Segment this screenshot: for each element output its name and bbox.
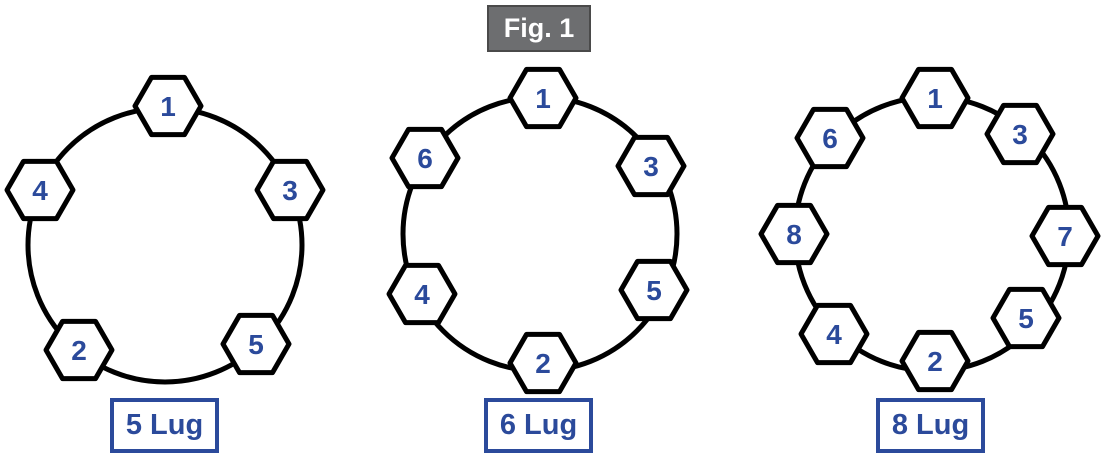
hex-nut-shape — [618, 258, 690, 322]
nut-number: 8 — [786, 219, 802, 250]
hex-nut-shape — [386, 262, 458, 326]
nut-number: 4 — [826, 319, 842, 350]
lug-nut-0-5: 5 — [220, 312, 292, 376]
nut-number: 4 — [32, 175, 48, 206]
lug-nut-0-2: 2 — [43, 318, 115, 382]
hex-nut-shape — [794, 106, 866, 170]
lug-nut-0-1: 1 — [132, 74, 204, 138]
nut-number: 3 — [282, 175, 298, 206]
lug-nut-0-4: 4 — [4, 158, 76, 222]
hex-nut-shape — [220, 312, 292, 376]
hex-nut-shape — [758, 202, 830, 266]
hex-nut-shape — [43, 318, 115, 382]
nut-number: 1 — [160, 91, 176, 122]
hex-nut-shape — [132, 74, 204, 138]
label-5-lug: 5 Lug — [110, 398, 219, 453]
nut-number: 2 — [927, 346, 943, 377]
nut-number: 4 — [414, 279, 430, 310]
hex-nut-shape — [899, 66, 971, 130]
lug-nut-1-2: 2 — [507, 331, 579, 395]
lug-nut-2-4: 4 — [798, 302, 870, 366]
lug-nut-2-8: 8 — [758, 202, 830, 266]
lug-nut-1-6: 6 — [389, 126, 461, 190]
nut-number: 1 — [535, 83, 551, 114]
hex-nut-shape — [507, 331, 579, 395]
hex-nut-shape — [990, 286, 1062, 350]
figure-title: Fig. 1 — [487, 5, 591, 52]
hex-nut-shape — [899, 329, 971, 393]
nut-number: 1 — [927, 83, 943, 114]
nut-number: 2 — [71, 335, 87, 366]
nut-number: 5 — [248, 329, 264, 360]
hex-nut-shape — [984, 102, 1056, 166]
lug-nut-2-5: 5 — [990, 286, 1062, 350]
hex-nut-shape — [254, 158, 326, 222]
lug-nut-1-3: 3 — [615, 134, 687, 198]
lug-nut-1-5: 5 — [618, 258, 690, 322]
lug-nut-2-2: 2 — [899, 329, 971, 393]
nut-number: 2 — [535, 348, 551, 379]
nut-number: 6 — [822, 123, 838, 154]
label-8-lug: 8 Lug — [876, 398, 985, 453]
nut-number: 3 — [643, 151, 659, 182]
hex-nut-shape — [1029, 204, 1101, 268]
lug-nut-2-1: 1 — [899, 66, 971, 130]
lug-nut-2-7: 7 — [1029, 204, 1101, 268]
hex-nut-shape — [507, 66, 579, 130]
nut-number: 5 — [1018, 303, 1034, 334]
lug-nut-1-4: 4 — [386, 262, 458, 326]
label-6-lug: 6 Lug — [484, 398, 593, 453]
lug-nut-2-6: 6 — [794, 106, 866, 170]
lug-nut-2-3: 3 — [984, 102, 1056, 166]
nut-number: 3 — [1012, 119, 1028, 150]
nut-number: 6 — [417, 143, 433, 174]
hex-nut-shape — [389, 126, 461, 190]
lug-nut-0-3: 3 — [254, 158, 326, 222]
lug-nut-1-1: 1 — [507, 66, 579, 130]
hex-nut-shape — [615, 134, 687, 198]
nut-number: 7 — [1057, 221, 1073, 252]
nut-number: 5 — [646, 275, 662, 306]
hex-nut-shape — [4, 158, 76, 222]
hex-nut-shape — [798, 302, 870, 366]
